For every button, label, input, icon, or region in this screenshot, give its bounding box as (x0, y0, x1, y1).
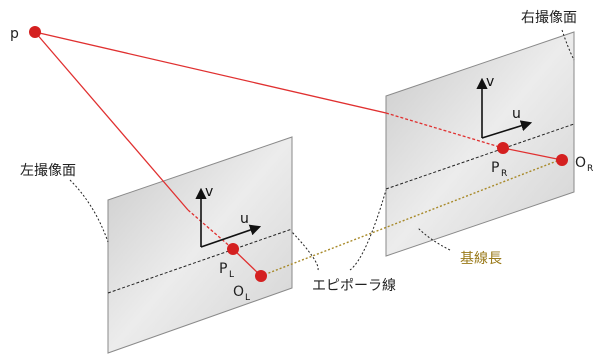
point-ol-dot (255, 270, 267, 282)
point-pl-dot (227, 243, 239, 255)
left-plane-label: 左撮像面 (20, 162, 76, 179)
leader-epipolar-left (291, 231, 319, 271)
point-pr-dot (497, 142, 509, 154)
baseline-line (260, 158, 563, 277)
ray-left-front (34, 31, 189, 211)
right-axis-v-label: v (486, 74, 494, 90)
leader-left-plane (69, 179, 109, 243)
epipolar-line-label: エピポーラ線 (312, 278, 396, 294)
left-image-plane (107, 136, 293, 354)
leader-baseline (417, 227, 451, 251)
ray-right-behind (385, 112, 504, 149)
right-axis-u (481, 120, 533, 139)
leader-epipolar-right (349, 189, 387, 271)
point-p-dot (29, 26, 41, 38)
right-image-plane (385, 31, 575, 257)
pl-subscript: L (229, 270, 234, 280)
point-or-dot (556, 154, 568, 166)
epipolar-line-right (385, 123, 575, 190)
ray-right-front (34, 31, 387, 114)
ol-subscript: L (245, 293, 250, 303)
pr-subscript: R (501, 169, 507, 179)
ol-label: O (233, 284, 244, 300)
epipolar-line-left (107, 228, 293, 294)
point-p-label: p (10, 26, 19, 42)
left-axis-v-label: v (205, 184, 213, 200)
right-axis-u-label: u (512, 106, 521, 122)
left-axis-u (200, 224, 262, 248)
pl-label: P (219, 261, 227, 277)
pr-label: P (491, 160, 499, 176)
ray-left-to-center (232, 248, 262, 277)
left-axis-u-label: u (240, 211, 249, 227)
or-label: O (575, 155, 586, 171)
leader-right-plane (561, 29, 575, 61)
right-plane-label: 右撮像面 (521, 9, 577, 26)
baseline-label: 基線長 (460, 250, 502, 267)
ray-right-to-center (502, 147, 563, 161)
or-subscript: R (587, 164, 593, 174)
